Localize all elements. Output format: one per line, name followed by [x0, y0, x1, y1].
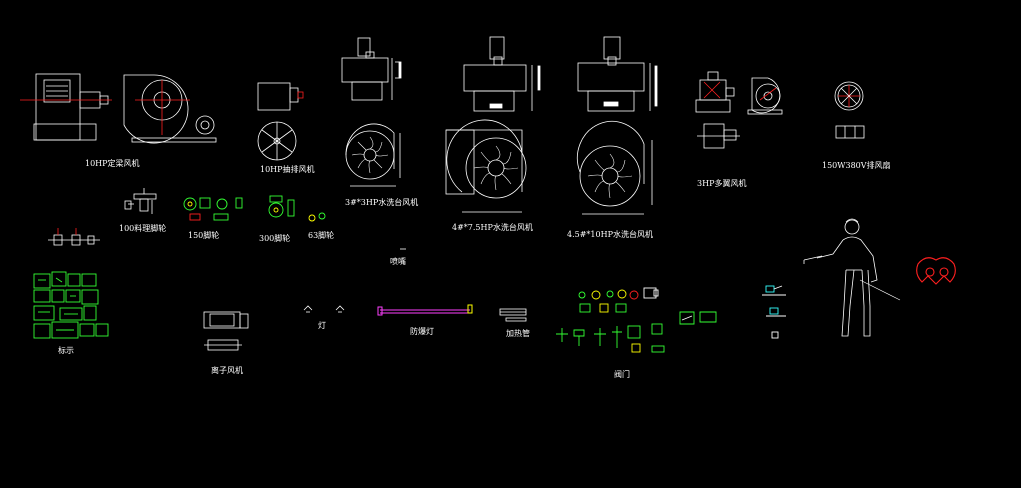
label-caster-63: 63脚轮: [308, 230, 334, 240]
caster-150-drawing: [183, 197, 243, 221]
fan-10hp-fixed-drawing: [20, 73, 217, 144]
caster-63-drawing: [308, 212, 326, 222]
label-fan-150w: 150W380V排风扇: [822, 160, 891, 170]
worker-spray-gun-figure: [803, 218, 901, 337]
blower-drawing: [203, 311, 249, 351]
label-lamp: 灯: [318, 320, 326, 330]
pipe-fittings-drawing: [48, 228, 100, 246]
label-caster-150: 150脚轮: [188, 230, 219, 240]
fan-10hp-axial-drawing: [257, 82, 304, 161]
label-explosion-lamp: 防爆灯: [410, 326, 434, 336]
safety-symbols-drawing: [33, 271, 109, 339]
label-symbols: 标示: [58, 345, 74, 355]
label-blower: 离子风机: [211, 365, 243, 375]
caster-100-drawing: [124, 188, 157, 214]
label-heater-tube: 加热管: [506, 328, 530, 338]
valves-drawing: [556, 287, 717, 353]
lamp-drawing: [303, 305, 345, 313]
respirator-mask-drawing: [916, 257, 956, 285]
label-fan-3hp-multi: 3HP多翼风机: [697, 178, 746, 188]
fan-4-5x10hp-drawing: [576, 36, 658, 215]
fan-3x3hp-drawing: [341, 37, 402, 187]
heater-tube-drawing: [499, 308, 527, 322]
fan-4x7-5hp-drawing: [445, 36, 541, 213]
label-caster-100: 100料理脚轮: [119, 223, 166, 233]
label-fan-10hp-fixed: 10HP定梁风机: [85, 158, 140, 168]
label-fan-4-5x10hp: 4.5#*10HP水洗台风机: [567, 229, 653, 239]
explosion-lamp-drawing: [377, 304, 473, 316]
label-fan-4x7-5hp: 4#*7.5HP水洗台风机: [452, 222, 533, 232]
fan-150w-drawing: [834, 81, 865, 139]
fan-3hp-multi-drawing: [695, 71, 783, 149]
label-fan-10hp-axial: 10HP抽排风机: [260, 164, 315, 174]
label-caster-300: 300脚轮: [259, 233, 290, 243]
label-valves: 阀门: [614, 369, 630, 379]
label-fan-3x3hp: 3#*3HP水洗台风机: [345, 197, 418, 207]
caster-300-drawing: [268, 195, 295, 218]
spray-tools-drawing: [762, 285, 786, 339]
label-nozzle: 喷嘴: [390, 256, 406, 266]
